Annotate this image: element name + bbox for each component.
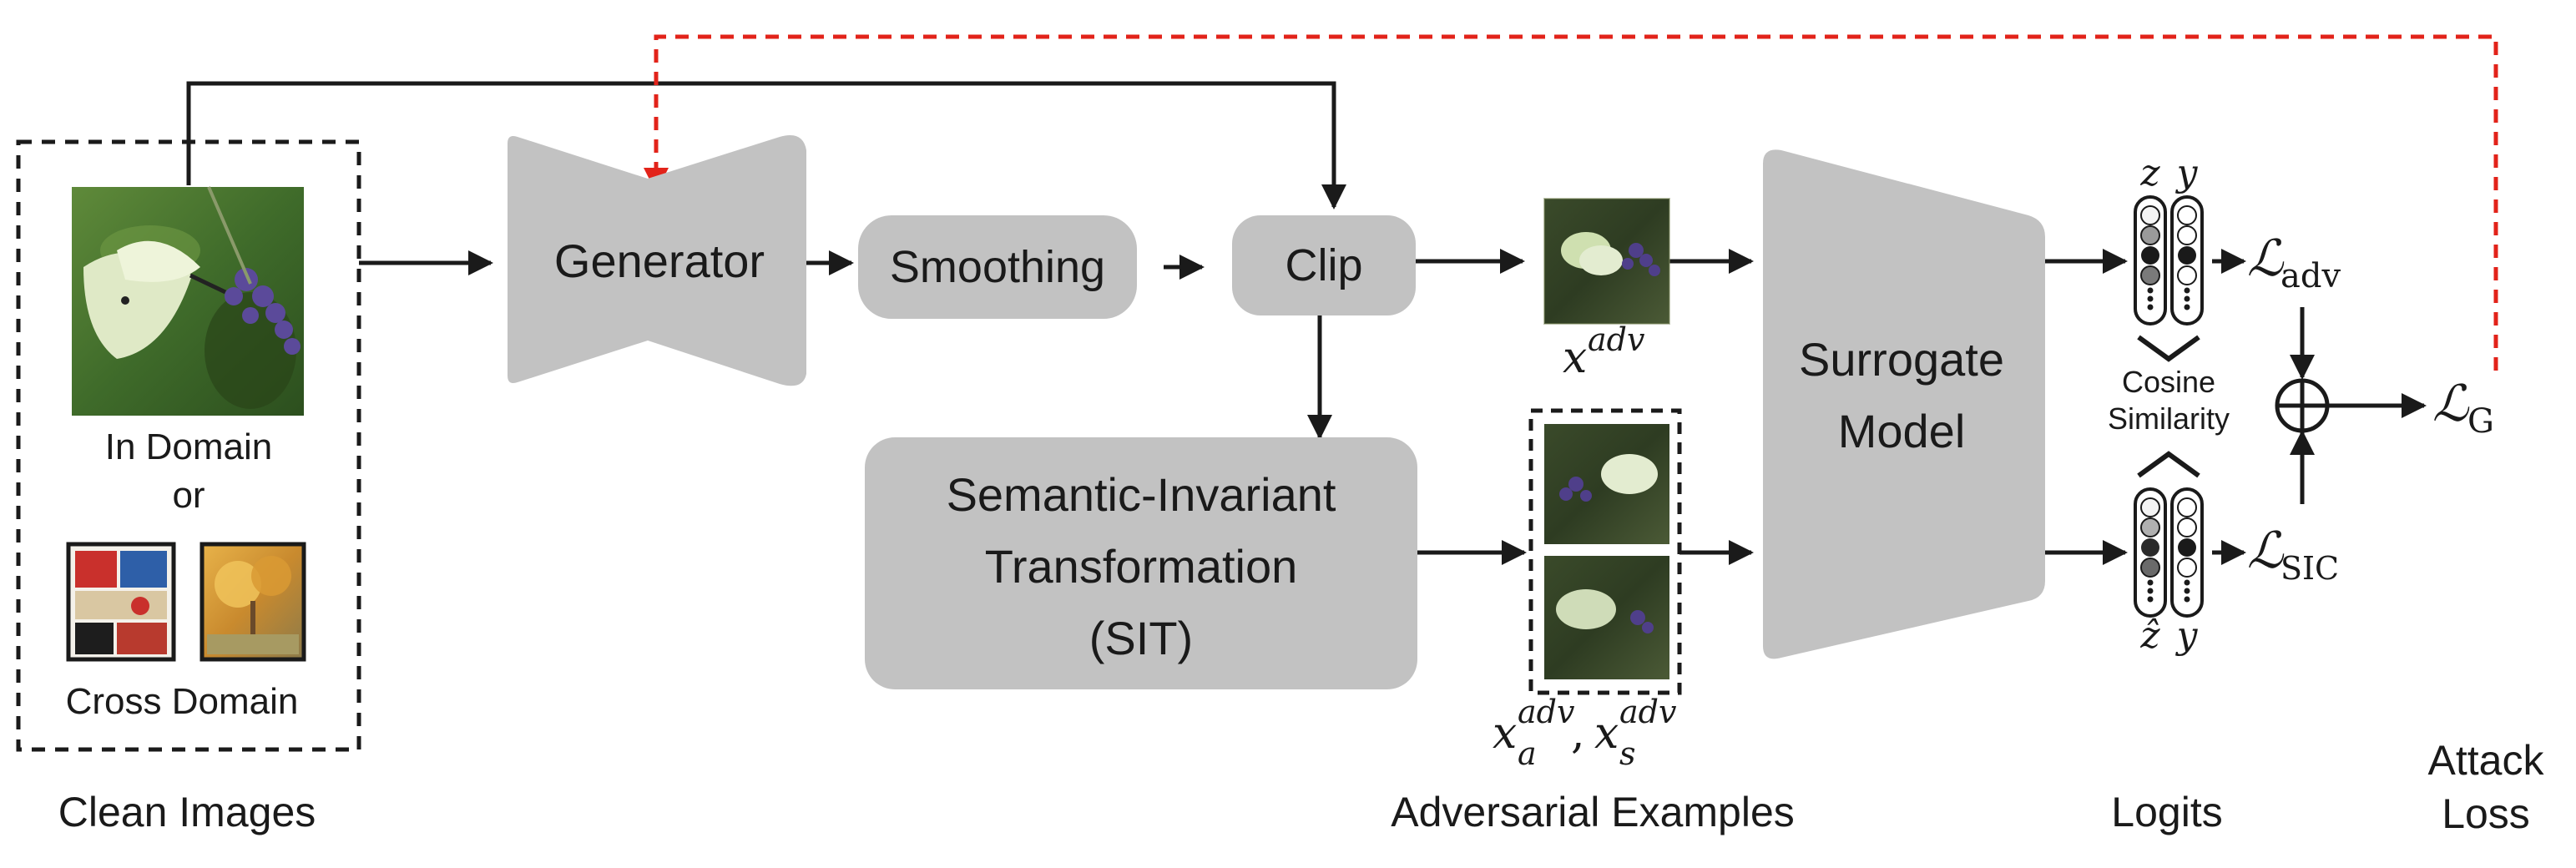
l-adv-label: ℒ adv [2247,230,2341,295]
x-adv-base: x [1563,333,1587,383]
l-adv-symbol: ℒ [2247,230,2285,288]
xa-sup: adv [1518,694,1575,730]
logit-y2-label: y [2175,614,2199,657]
butterfly-image [72,186,304,416]
logits-caption: Logits [2111,789,2222,835]
painting-image [200,542,306,662]
cosine-label-line1: Cosine [2122,365,2215,399]
adversarial-examples-caption: Adversarial Examples [1391,789,1795,835]
xs-base: x [1594,709,1619,759]
clean-images-caption: Clean Images [58,789,316,835]
in-domain-label: In Domain [105,426,273,467]
logit-vector-icon [2170,195,2204,326]
l-g-label: ℒ G [2432,375,2494,441]
attack-loss-caption-line1: Attack [2428,737,2545,784]
sit-label-line2: Transformation [985,540,1298,593]
l-sic-sub: SIC [2281,550,2339,587]
surrogate-model-block: Surrogate Model [1763,149,2045,659]
plus-circle-icon [2275,378,2330,433]
sit-block: Semantic-Invariant Transformation (SIT) [865,437,1417,689]
xa-sub: a [1518,735,1537,772]
cosine-label-line2: Similarity [2108,401,2230,436]
logit-vector-icon [2170,487,2204,618]
logits-bottom-group: ẑ y [2134,487,2204,657]
smoothing-block: Smoothing [858,215,1137,319]
l-g-symbol: ℒ [2432,375,2470,433]
l-adv-sub: adv [2281,257,2341,295]
comic-image [66,542,176,662]
skip-arrow [186,81,1346,209]
sit-label-line3: (SIT) [1089,612,1193,664]
l-sic-symbol: ℒ [2247,522,2285,580]
clip-block: Clip [1232,215,1416,315]
xs-sub: s [1619,735,1636,772]
xa-adv-image [1544,424,1669,544]
flow-arrows [186,81,2427,565]
augmented-examples-group [1528,408,1682,695]
xa-xs-label: x adv a , x adv s [1493,694,1677,772]
x-adv-label: x adv [1563,321,1645,383]
logit-vector-icon [2134,487,2167,618]
cosine-chevron-down [2137,335,2200,362]
xa-xs-separator: , [1571,709,1585,759]
l-g-sub: G [2467,402,2494,441]
surrogate-label-line2: Model [1838,405,1966,457]
xa-base: x [1493,709,1517,759]
attack-loss-caption-line2: Loss [2442,790,2530,837]
gradient-feedback-arrow [644,34,2498,371]
generator-block: Generator [508,135,806,386]
cosine-chevron-up [2137,451,2200,478]
generator-label: Generator [554,235,765,287]
logits-top-group: z y [2134,152,2204,326]
x-adv-sup: adv [1588,321,1645,358]
surrogate-label-line1: Surrogate [1799,333,2004,386]
clean-images-panel: In Domain or Cross Domain Clean Images [16,139,361,835]
smoothing-label: Smoothing [890,242,1105,292]
sit-label-line1: Semantic-Invariant [947,468,1336,521]
logit-z-label: z [2139,152,2160,194]
augmented-dashed-box [1528,408,1682,695]
l-sic-label: ℒ SIC [2247,522,2339,587]
xs-sup: adv [1619,694,1677,730]
logit-vector-icon [2134,195,2167,326]
logit-zhat-label: ẑ [2139,614,2160,657]
logit-y-label: y [2175,152,2199,194]
x-adv-image [1543,198,1670,325]
cross-domain-label: Cross Domain [66,681,299,722]
or-label: or [172,475,205,516]
xs-adv-image [1544,556,1669,679]
clip-label: Clip [1285,240,1362,290]
